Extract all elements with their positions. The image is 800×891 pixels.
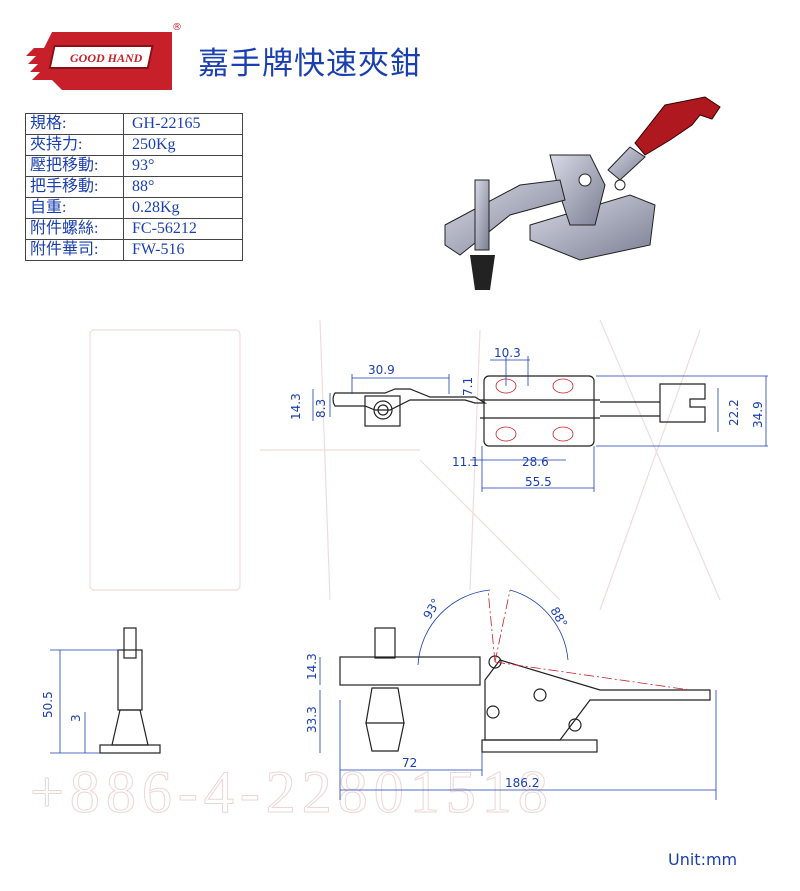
- spec-row: 自重:0.28Kg: [25, 197, 243, 219]
- svg-text:GOOD HAND: GOOD HAND: [70, 51, 143, 65]
- unit-label: Unit:mm: [668, 850, 738, 869]
- dim-11-1: 11.1: [452, 455, 479, 469]
- dim-72: 72: [402, 756, 417, 770]
- dim-30-9: 30.9: [368, 363, 395, 377]
- dim-28-6: 28.6: [522, 455, 549, 469]
- spec-label: 附件螺絲:: [25, 218, 124, 240]
- top-view: [332, 375, 706, 447]
- spec-row: 規格:GH-22165: [25, 113, 243, 135]
- dim-14-3-side: 14.3: [305, 653, 319, 680]
- product-render: [444, 96, 721, 290]
- good-hand-logo: GOOD HAND ®: [26, 22, 182, 90]
- top-view-dim-lines: [312, 356, 768, 492]
- spec-row: 壓把移動:93°: [25, 155, 243, 177]
- dim-34-9: 34.9: [751, 401, 765, 428]
- dim-33-3: 33.3: [305, 706, 319, 733]
- spec-label: 附件華司:: [25, 239, 124, 261]
- dim-22-2: 22.2: [727, 399, 741, 426]
- dim-10-3: 10.3: [494, 346, 521, 360]
- spec-label: 自重:: [25, 197, 124, 219]
- dim-186-2: 186.2: [505, 776, 539, 790]
- dim-50-5: 50.5: [41, 691, 55, 718]
- side-view: [339, 627, 711, 753]
- dim-7-1: 7.1: [461, 377, 475, 396]
- svg-text:®: ®: [172, 22, 182, 33]
- dim-3: 3: [69, 714, 83, 722]
- spec-value: FW-516: [123, 239, 243, 261]
- dim-14-3: 14.3: [289, 393, 303, 420]
- end-view: [99, 627, 161, 754]
- angle-88: 88°: [547, 605, 570, 630]
- dim-8-3: 8.3: [314, 399, 328, 418]
- dim-55-5: 55.5: [525, 475, 552, 489]
- spec-label: 壓把移動:: [25, 155, 124, 177]
- spec-table: 規格:GH-22165 夾持力:250Kg 壓把移動:93° 把手移動:88° …: [25, 113, 243, 261]
- spec-row: 附件華司:FW-516: [25, 239, 243, 261]
- page-title: 嘉手牌快速夾鉗: [198, 46, 422, 82]
- angle-93: 93°: [420, 596, 443, 621]
